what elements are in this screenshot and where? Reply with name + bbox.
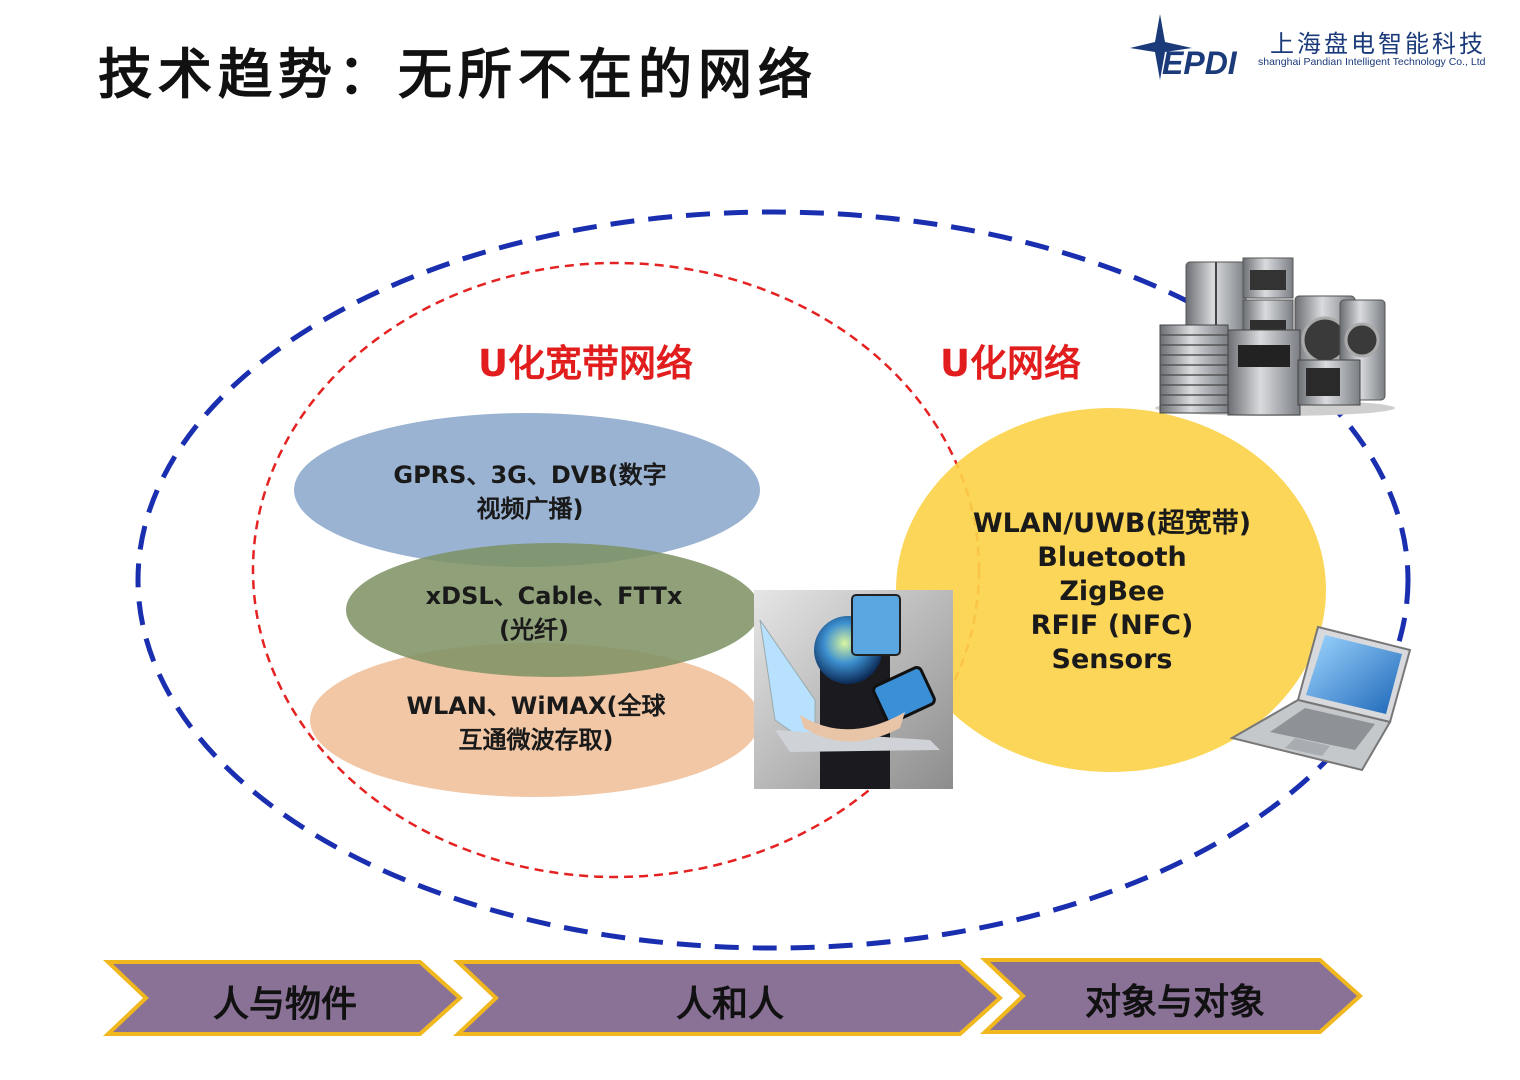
epdi-star-icon: EPDI bbox=[1130, 14, 1238, 81]
blue-ellipse-line-2: 视频广播) bbox=[476, 495, 584, 523]
company-logo: EPDI 上海盘电智能科技 shanghai Pandian Intellige… bbox=[1130, 12, 1515, 82]
green-ellipse-line-2: (光纤) bbox=[499, 616, 569, 644]
arrow-shape-3 bbox=[979, 958, 1363, 1034]
arrow-label-people-objects: 人与物件 bbox=[212, 984, 357, 1025]
yellow-circle-text: WLAN/UWB(超宽带) Bluetooth ZigBee RFIF (NFC… bbox=[942, 507, 1282, 677]
arrow-shape-2 bbox=[452, 960, 1003, 1036]
blue-ellipse bbox=[294, 413, 760, 567]
company-name-cn: 上海盘电智能科技 bbox=[1270, 30, 1486, 58]
yellow-line-4: RFIF (NFC) bbox=[1030, 610, 1194, 641]
u-network-label: U化网络 bbox=[940, 342, 1082, 385]
arrow-label-people-people: 人和人 bbox=[675, 984, 784, 1025]
yellow-line-1: WLAN/UWB(超宽带) bbox=[972, 508, 1252, 539]
company-name-en: shanghai Pandian Intelligent Technology … bbox=[1258, 56, 1486, 68]
page-title: 技术趋势：无所不在的网络 bbox=[98, 42, 818, 106]
orange-ellipse-text: WLAN、WiMAX(全球 互通微波存取) bbox=[336, 689, 736, 757]
orange-ellipse bbox=[310, 643, 760, 797]
green-ellipse bbox=[346, 543, 760, 677]
outer-dashed-ellipse bbox=[135, 209, 1411, 951]
blue-ellipse-text: GPRS、3G、DVB(数字 视频广播) bbox=[330, 458, 730, 526]
arrow-label-objects-objects: 对象与对象 bbox=[1084, 982, 1265, 1023]
yellow-line-2: Bluetooth bbox=[1037, 542, 1187, 573]
green-ellipse-line-1: xDSL、Cable、FTTx bbox=[425, 582, 683, 610]
arrow-shape-1 bbox=[102, 960, 463, 1036]
orange-ellipse-line-2: 互通微波存取) bbox=[458, 726, 614, 754]
tech-hand-photo bbox=[754, 590, 953, 789]
logo-mark-text: EPDI bbox=[1162, 45, 1238, 81]
yellow-line-5: Sensors bbox=[1051, 644, 1173, 675]
yellow-circle bbox=[896, 408, 1326, 772]
blue-ellipse-line-1: GPRS、3G、DVB(数字 bbox=[393, 461, 667, 489]
yellow-line-3: ZigBee bbox=[1059, 576, 1165, 607]
appliances-icon bbox=[1155, 257, 1395, 416]
broadband-network-label: U化宽带网络 bbox=[478, 342, 694, 385]
orange-ellipse-line-1: WLAN、WiMAX(全球 bbox=[406, 692, 666, 720]
laptop-icon bbox=[1229, 625, 1412, 772]
green-ellipse-text: xDSL、Cable、FTTx (光纤) bbox=[374, 579, 734, 647]
